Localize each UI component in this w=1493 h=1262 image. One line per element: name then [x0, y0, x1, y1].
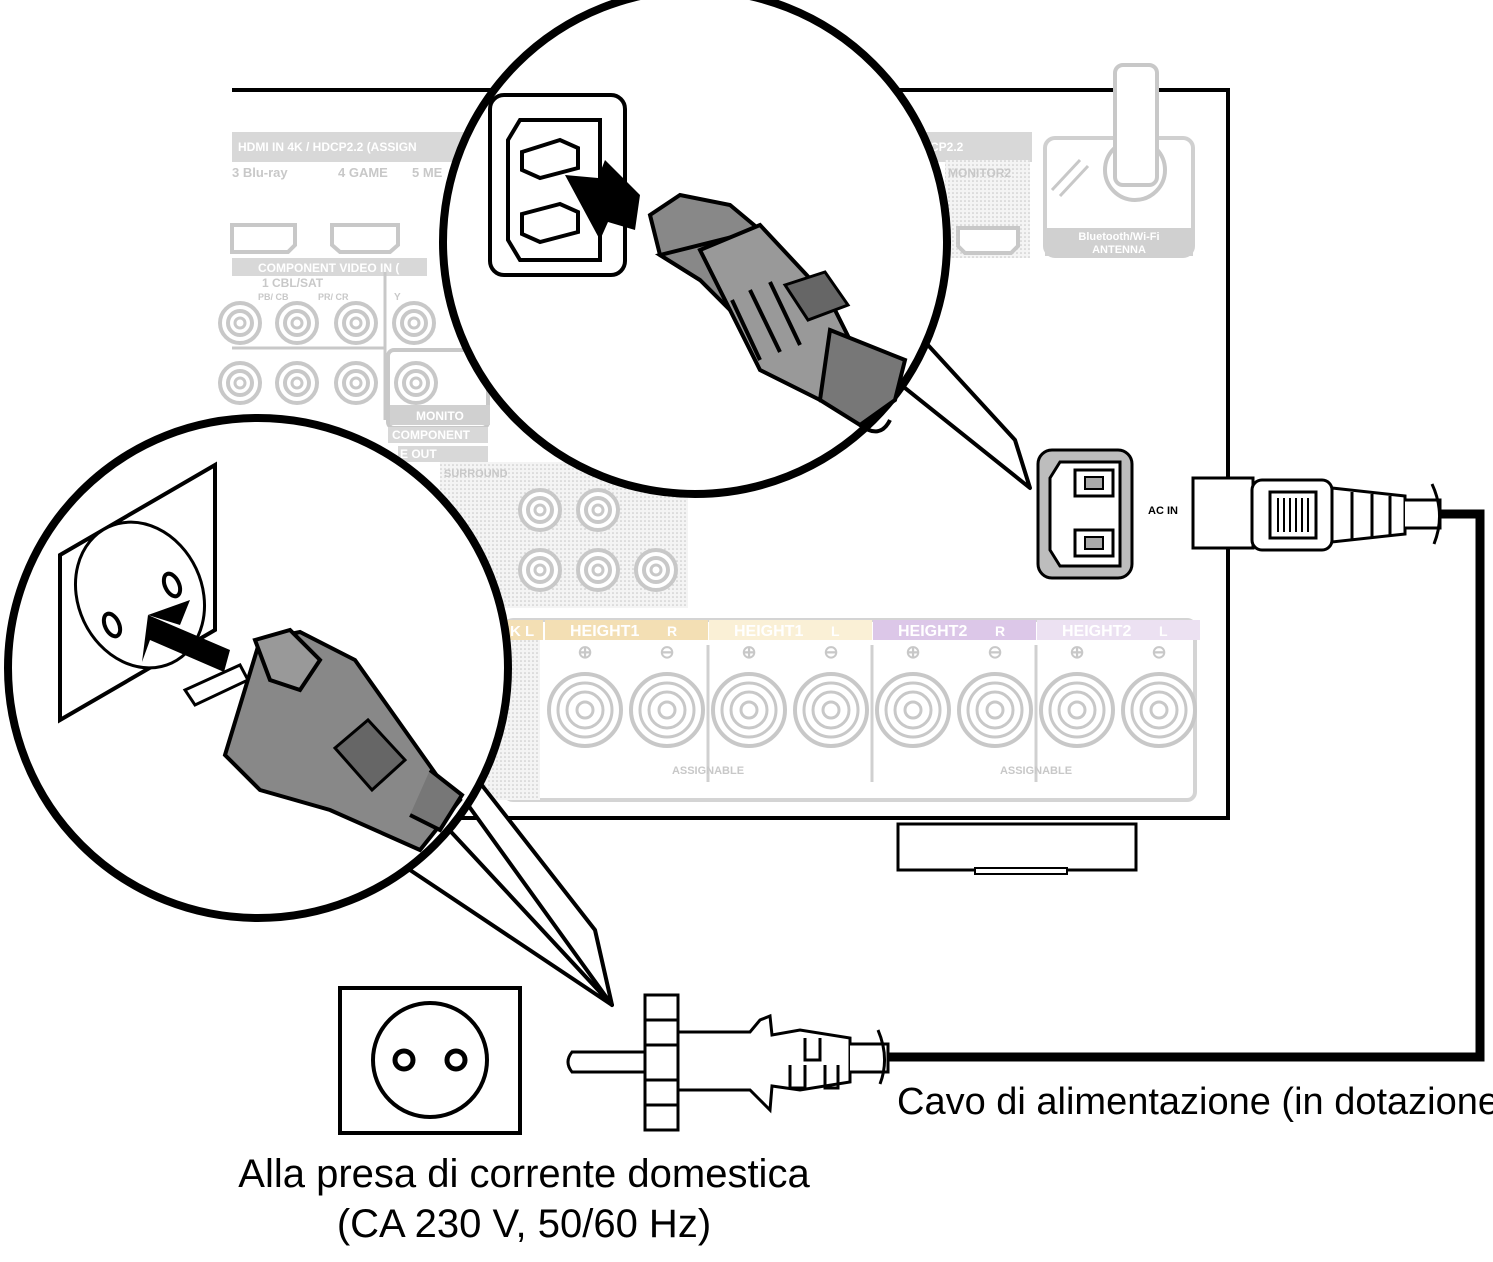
speaker-channel-2: L: [831, 623, 840, 639]
hdmi-port: [330, 223, 400, 254]
speaker-channel-4: L: [1159, 623, 1168, 639]
outlet-caption-line1: Alla presa di corrente domestica: [238, 1152, 810, 1196]
plus-terminal-mark: ⊕: [905, 642, 920, 662]
component-out-label: COMPONENT: [392, 428, 471, 442]
minus-terminal-mark: ⊖: [823, 642, 838, 662]
speaker-label-3: HEIGHT2: [898, 623, 967, 640]
hdmi-port: [230, 223, 297, 254]
minus-terminal-mark: ⊖: [659, 642, 674, 662]
hdmi-input-5-label: 5 ME: [412, 165, 443, 180]
magnifier-ac-inlet: [439, 0, 1032, 498]
y-label: Y: [394, 292, 401, 303]
pre-out-label: E OUT: [400, 447, 437, 461]
pr-label: PR/ CR: [318, 292, 349, 302]
minus-terminal-mark: ⊖: [1151, 642, 1166, 662]
speaker-binding-post: [629, 672, 705, 748]
hdmi-out-port: [956, 226, 1020, 255]
antenna-label-line1: Bluetooth/Wi-Fi: [1078, 231, 1159, 243]
speaker-label-bg: [1037, 620, 1200, 640]
speaker-binding-post: [547, 672, 623, 748]
monitor2-label: MONITOR2: [948, 166, 1011, 180]
speaker-label-bg: [545, 620, 708, 640]
hdmi-in-header: HDMI IN 4K / HDCP2.2 (ASSIGN: [238, 140, 417, 154]
assignable-label-1: ASSIGNABLE: [672, 765, 744, 777]
speaker-binding-post: [875, 672, 951, 748]
speaker-partial-label: K L: [510, 623, 534, 640]
speaker-label-bg: [709, 620, 872, 640]
speaker-channel-1: R: [667, 623, 677, 639]
ac-in-label: AC IN: [1148, 505, 1178, 517]
assignable-label-2: ASSIGNABLE: [1000, 765, 1072, 777]
power-cord: [338, 476, 1485, 1135]
receiver-foot: [896, 822, 1138, 872]
speaker-binding-post: [793, 672, 869, 748]
minus-terminal-mark: ⊖: [987, 642, 1002, 662]
hdmi-input-4-label: 4 GAME: [338, 165, 388, 180]
hdmi-input-3-label: 3 Blu-ray: [232, 165, 288, 180]
component-video-header: COMPONENT VIDEO IN (: [258, 261, 399, 275]
monitor-label: MONITO: [416, 409, 464, 423]
plus-terminal-mark: ⊕: [577, 642, 592, 662]
schuko-plug: [643, 993, 680, 1132]
speaker-label-4: HEIGHT2: [1062, 623, 1131, 640]
speaker-channel-3: R: [995, 623, 1005, 639]
antenna: [1113, 63, 1159, 187]
plus-terminal-mark: ⊕: [1069, 642, 1084, 662]
iec-connector: [1191, 476, 1255, 550]
speaker-label-1: HEIGHT1: [570, 623, 639, 640]
magnifier-wall-socket: [4, 414, 614, 1007]
speaker-binding-post: [1039, 672, 1115, 748]
plus-terminal-mark: ⊕: [741, 642, 756, 662]
speaker-binding-post: [711, 672, 787, 748]
speaker-binding-post: [1121, 672, 1197, 748]
pb-label: PB/ CB: [258, 292, 289, 302]
surround-label: SURROUND: [444, 468, 508, 480]
power-cord-caption: Cavo di alimentazione (in dotazione): [897, 1081, 1493, 1123]
speaker-label-bg: [873, 620, 1036, 640]
speaker-label-2: HEIGHT1: [734, 623, 803, 640]
hdmi-header-right: CP2.2: [930, 140, 964, 154]
speaker-binding-post: [957, 672, 1033, 748]
antenna-label-line2: ANTENNA: [1092, 244, 1146, 256]
cbl-sat-label: 1 CBL/SAT: [262, 276, 324, 290]
outlet-caption-line2: (CA 230 V, 50/60 Hz): [336, 1202, 712, 1246]
